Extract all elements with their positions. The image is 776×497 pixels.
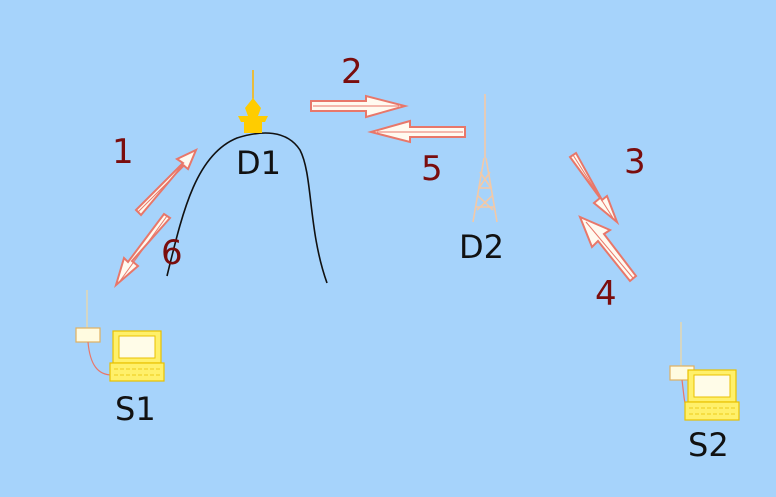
hill-outline	[166, 132, 328, 284]
arrow-step-6	[114, 212, 172, 288]
node-s1-label: S1	[115, 390, 156, 428]
computer-s1-icon	[75, 290, 165, 382]
node-d1-label: D1	[236, 144, 281, 182]
step-6-label: 6	[161, 233, 183, 273]
arrow-step-4	[578, 215, 638, 283]
arrow-step-5	[367, 119, 466, 144]
node-s2-label: S2	[688, 426, 729, 464]
step-3-label: 3	[624, 142, 646, 182]
step-4-label: 4	[595, 274, 617, 314]
step-2-label: 2	[341, 52, 363, 92]
arrow-step-3	[568, 151, 620, 226]
step-1-label: 1	[112, 132, 134, 172]
step-5-label: 5	[421, 149, 443, 189]
computer-s2-icon	[669, 322, 740, 421]
node-d2-label: D2	[459, 228, 504, 266]
radio-tower-icon	[472, 94, 498, 223]
arrow-step-1	[134, 147, 198, 217]
house-icon	[238, 70, 268, 133]
arrow-step-2	[310, 94, 409, 119]
